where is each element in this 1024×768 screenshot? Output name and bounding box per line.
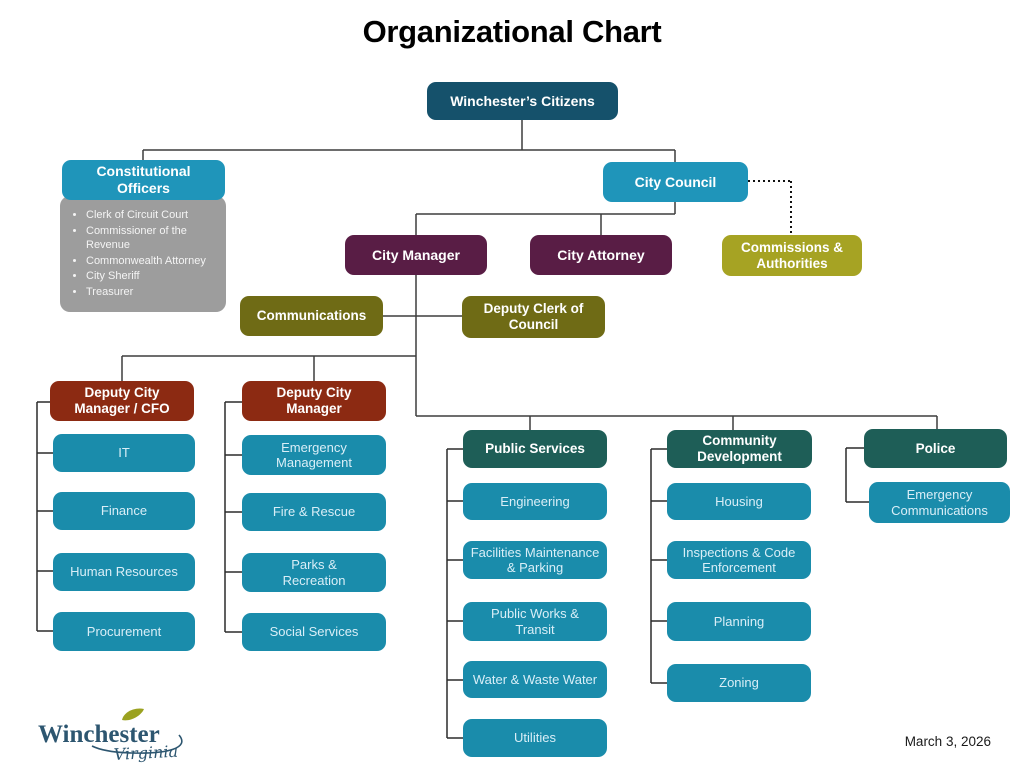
node-communications: Communications [240,296,383,336]
node-facilities-maintenance-parking: Facilities Maintenance & Parking [463,541,607,579]
node-human-resources: Human Resources [53,553,195,591]
node-label: Engineering [500,493,570,509]
node-label: Public Works & Transit [491,606,579,637]
leaf-icon [122,708,144,721]
node-label: Emergency Communications [891,487,988,518]
node-label: City Manager [372,246,460,263]
node-label: Community Development [697,433,782,464]
node-deputy-city-manager-cfo: Deputy City Manager / CFO [50,381,194,421]
node-label: Deputy City Manager / CFO [74,385,170,416]
node-label: Facilities Maintenance & Parking [470,544,600,575]
node-label: Constitutional Officers [96,163,191,196]
page-title: Organizational Chart [362,14,662,49]
node-engineering: Engineering [463,483,607,520]
node-utilities: Utilities [463,719,607,757]
logo-script: Virginia [113,742,178,764]
node-constitutional-officers: Constitutional Officers [62,160,225,200]
node-label: Winchester’s Citizens [450,92,595,109]
logo-swash [91,734,183,754]
winchester-logo-graphic: Winchester Virginia [38,708,183,764]
node-procurement: Procurement [53,612,195,651]
node-fire-rescue: Fire & Rescue [242,493,386,531]
node-label: Police [915,440,956,456]
node-planning: Planning [667,602,811,641]
node-label: Zoning [719,675,759,691]
node-city-manager: City Manager [345,235,487,275]
node-label: Deputy City Manager [276,385,352,416]
node-deputy-clerk-of-council: Deputy Clerk of Council [462,296,605,338]
node-label: Procurement [86,623,162,639]
node-city-council: City Council [603,162,748,202]
node-community-development: Community Development [667,430,812,468]
node-deputy-city-manager: Deputy City Manager [242,381,386,421]
node-housing: Housing [667,483,811,520]
node-water-waste-water: Water & Waste Water [463,661,607,698]
node-label: Human Resources [70,564,178,580]
footer-date: March 3, 2026 [904,734,991,749]
node-parks-recreation: Parks & Recreation [242,553,386,592]
node-it: IT [53,434,195,472]
constitutional-officers-list: Clerk of Circuit Court Commissioner of t… [60,196,226,312]
node-social-services: Social Services [242,613,386,651]
node-police: Police [864,429,1007,468]
node-winchesters-citizens: Winchester’s Citizens [427,82,618,120]
node-emergency-communications: Emergency Communications [869,482,1010,523]
node-label: Inspections & Code Enforcement [682,544,796,575]
node-label: City Attorney [557,246,645,263]
list-item: Clerk of Circuit Court [86,208,222,223]
node-label: Emergency Management [276,439,352,470]
node-label: Utilities [514,730,556,746]
list-item: Commonwealth Attorney [86,254,222,269]
winchester-logo: Winchester Virginia [36,708,206,768]
node-label: City Council [634,173,717,190]
node-public-services: Public Services [463,430,607,468]
node-label: Commissions & Authorities [740,239,844,271]
node-label: Water & Waste Water [472,671,598,687]
node-label: Public Services [485,441,585,457]
list-item: City Sheriff [86,269,222,284]
node-label: Social Services [269,624,359,640]
node-public-works-transit: Public Works & Transit [463,602,607,641]
node-label: IT [118,445,130,461]
node-finance: Finance [53,492,195,530]
node-label: Parks & Recreation [282,557,346,588]
node-commissions-authorities: Commissions & Authorities [722,235,862,276]
list-item: Treasurer [86,285,222,300]
node-label: Planning [713,613,765,629]
node-label: Fire & Rescue [272,504,356,520]
list-item: Commissioner of the Revenue [86,224,222,253]
node-label: Communications [256,308,367,324]
node-label: Housing [715,493,763,509]
logo-wordmark: Winchester [38,721,160,748]
node-inspections-code-enforcement: Inspections & Code Enforcement [667,541,811,579]
node-city-attorney: City Attorney [530,235,672,275]
node-label: Deputy Clerk of Council [483,301,584,332]
node-emergency-management: Emergency Management [242,435,386,475]
node-zoning: Zoning [667,664,811,702]
node-label: Finance [100,503,148,519]
